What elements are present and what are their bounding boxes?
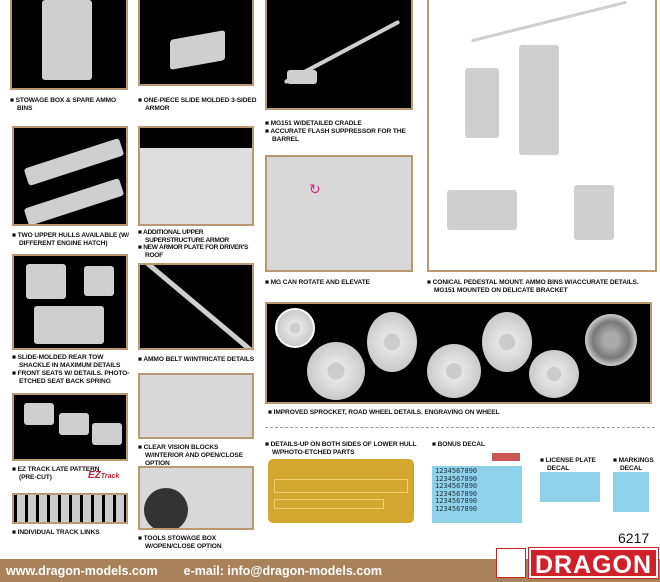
photo-mg-rotate: ↻: [265, 155, 413, 272]
email-link[interactable]: e-mail: info@dragon-models.com: [183, 564, 382, 578]
caption-superstructure: Additional upper superstructure armorNew…: [138, 229, 258, 259]
photo-track-links: [12, 493, 128, 524]
photo-seats: [12, 254, 128, 350]
photo-tools-box: [138, 466, 254, 530]
caption-lower-hull: Details-up on both sides of lower hull w…: [265, 441, 425, 457]
brand-name: DRAGON: [528, 547, 659, 579]
caption-pedestal: Conical pedestal mount. Ammo bins w/accu…: [427, 279, 657, 295]
dragon-emblem-icon: [496, 548, 526, 578]
rotate-arrow-icon: ↻: [309, 181, 321, 197]
footer-contact: www.dragon-models.com e-mail: info@dragon…: [6, 564, 382, 578]
cartograf-label: [492, 453, 520, 461]
license-decal-sheet: [540, 472, 600, 502]
caption-markings: Markings decal: [613, 457, 658, 473]
caption-mg151: MG151 w/detailed cradleAccurate flash su…: [265, 120, 415, 144]
caption-shackle: Slide-molded rear tow shackle in maximum…: [12, 354, 132, 386]
photo-upper-hulls: [12, 126, 128, 226]
caption-stowage: Stowage box & spare ammo bins: [10, 97, 130, 113]
markings-decal-sheet: [613, 472, 649, 512]
photo-3-sided-armor: [138, 0, 254, 86]
caption-track-links: Individual track links: [12, 529, 132, 537]
caption-tools: Tools stowage box w/open/close option: [138, 535, 258, 551]
website-link[interactable]: www.dragon-models.com: [6, 564, 158, 578]
caption-vision: Clear vision blocks w/interior and open/…: [138, 444, 258, 468]
product-code: 6217: [618, 530, 650, 546]
dragon-logo: DRAGON: [496, 547, 659, 582]
photo-pedestal-mount: [427, 0, 657, 272]
caption-ammo-belt: Ammo belt w/intricate details: [138, 356, 258, 364]
photo-etched-fret: [268, 459, 414, 523]
photo-mg151: [265, 0, 413, 110]
caption-rotate: MG can rotate and elevate: [265, 279, 415, 287]
photo-ez-track: [12, 393, 128, 461]
photo-wheels: [265, 302, 652, 404]
caption-license: License plate decal: [540, 457, 600, 473]
caption-armor: One-piece slide molded 3-sided armor: [138, 97, 258, 113]
photo-vision-blocks: [138, 373, 254, 439]
caption-bonus-decal: Bonus decal: [432, 441, 512, 449]
caption-wheels: Improved sprocket, road wheel details. E…: [268, 409, 648, 417]
divider: [265, 427, 655, 428]
photo-stowage-box: [10, 0, 128, 90]
caption-hulls: Two upper hulls available (w/ different …: [12, 232, 132, 248]
photo-ammo-belt: [138, 263, 254, 350]
footer-bar: [0, 559, 660, 582]
photo-superstructure: [138, 126, 254, 226]
caption-ez-track: EZ track late pattern (pre-cut): [12, 466, 102, 482]
